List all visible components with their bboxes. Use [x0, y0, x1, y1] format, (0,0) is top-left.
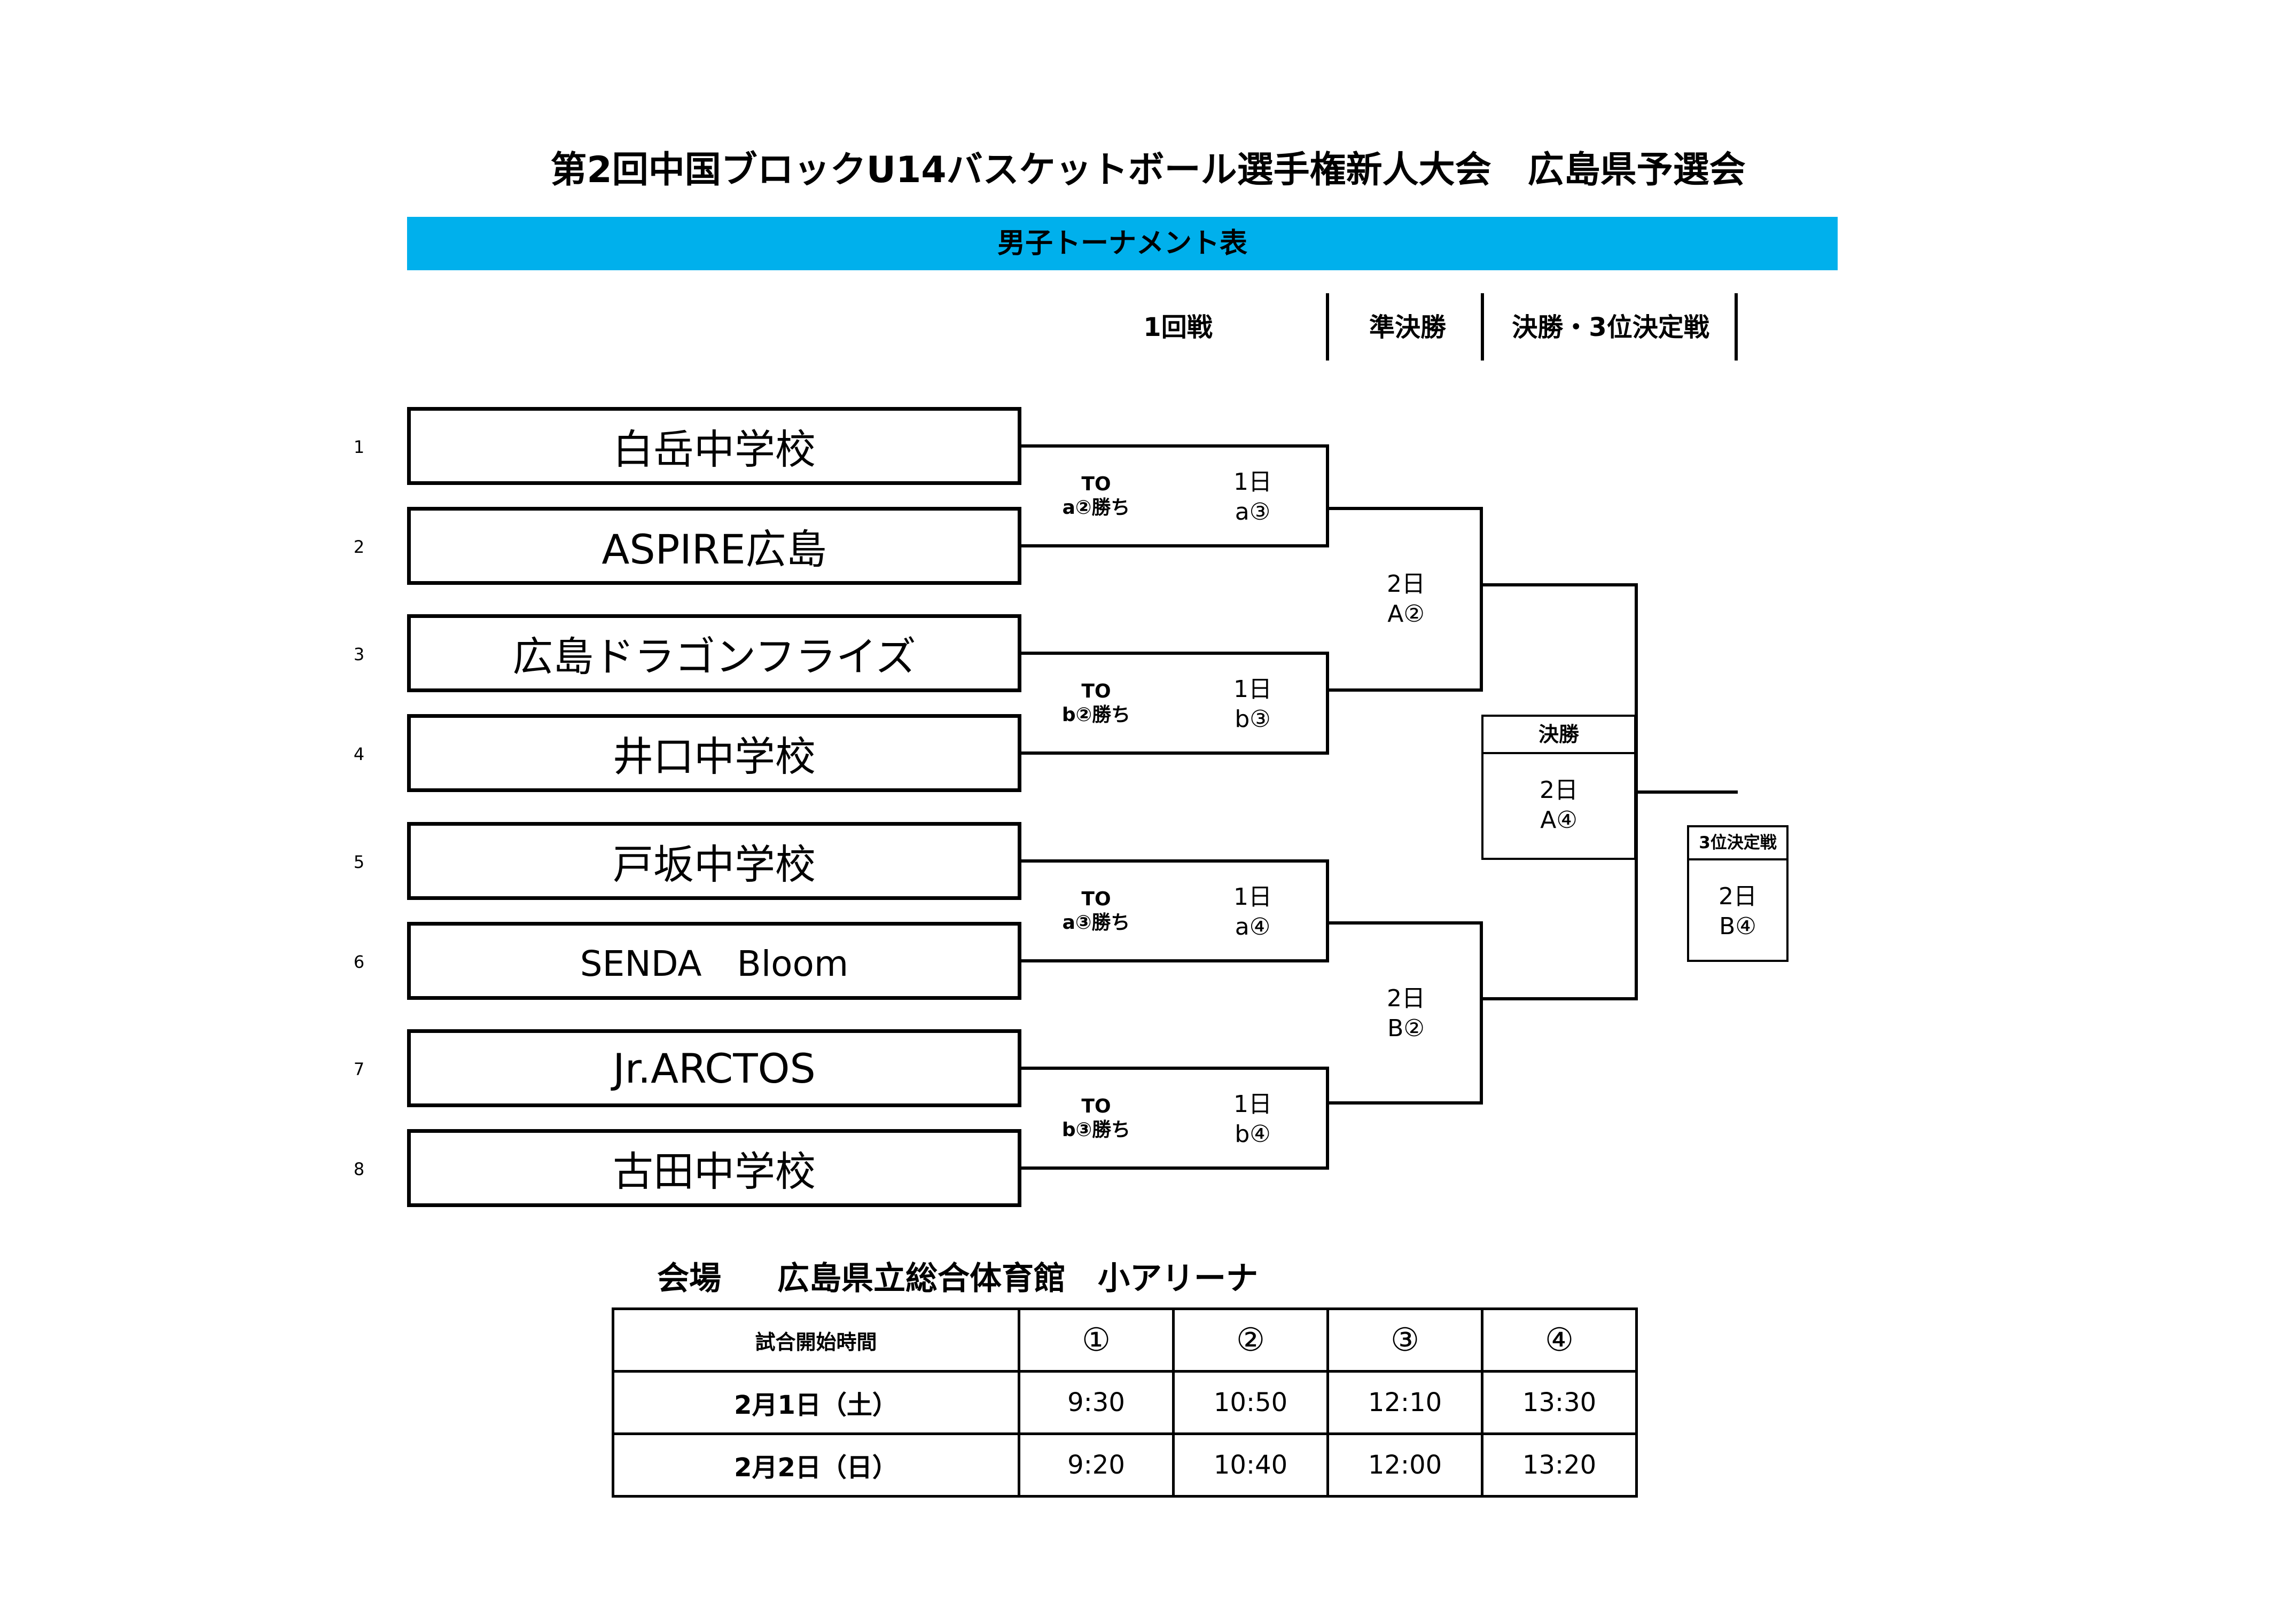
team-box: ASPIRE広島	[407, 507, 1021, 585]
match-code: 1日 a③	[1210, 467, 1295, 527]
match-number: a④	[1235, 913, 1271, 941]
table-cell: 13:30	[1481, 1370, 1638, 1435]
table-cell: 10:40	[1172, 1432, 1329, 1498]
round-header-final: 決勝・3位決定戦	[1512, 312, 1709, 342]
table-cell: 10:50	[1172, 1370, 1329, 1435]
match-code: 1日 a④	[1210, 882, 1295, 942]
third-place-title: 3位決定戦	[1689, 827, 1786, 860]
semifinal-code: 2日 B②	[1363, 984, 1449, 1044]
table-header-cell: ④	[1481, 1307, 1638, 1373]
match-day: 1日	[1233, 468, 1272, 496]
match-day: 2日	[1387, 985, 1425, 1012]
to-label: TO	[1081, 888, 1111, 910]
table-header-row: 試合開始時間 ① ② ③ ④	[612, 1307, 1638, 1373]
to-label: TO	[1081, 473, 1111, 495]
match-to: TO a②勝ち	[1053, 473, 1139, 520]
third-place-box: 3位決定戦 2日 B④	[1687, 825, 1789, 962]
match-number: B④	[1719, 913, 1756, 940]
team-box: SENDA Bloom	[407, 922, 1021, 1000]
table-cell: 9:30	[1018, 1370, 1175, 1435]
third-place-code: 2日 B④	[1689, 882, 1786, 942]
team-box: 広島ドラゴンフライズ	[407, 614, 1021, 692]
final-box: 決勝 2日 A④	[1481, 715, 1636, 860]
venue-name: 広島県立総合体育館 小アリーナ	[777, 1260, 1258, 1297]
bracket-line-semi-a	[1326, 507, 1483, 692]
table-cell: 12:10	[1326, 1370, 1483, 1435]
seed-number: 8	[353, 1159, 365, 1179]
page-title: 第2回中国ブロックU14バスケットボール選手権新人大会 広島県予選会	[550, 149, 1746, 191]
match-to: TO b②勝ち	[1053, 680, 1139, 727]
round-header-first: 1回戦	[1143, 312, 1213, 342]
seed-number: 2	[353, 537, 365, 557]
team-box: 白岳中学校	[407, 407, 1021, 485]
match-to: TO b③勝ち	[1053, 1095, 1139, 1142]
match-number: B②	[1387, 1015, 1425, 1042]
bracket-line-semi-b	[1326, 921, 1483, 1105]
table-header-cell: ①	[1018, 1307, 1175, 1373]
table-header-cell: 試合開始時間	[612, 1307, 1020, 1373]
seed-number: 4	[353, 744, 365, 764]
team-box: 井口中学校	[407, 714, 1021, 792]
seed-number: 7	[353, 1059, 365, 1079]
table-cell: 13:20	[1481, 1432, 1638, 1498]
match-code: 1日 b③	[1210, 675, 1295, 734]
team-name: 白岳中学校	[613, 426, 816, 473]
match-number: b④	[1235, 1121, 1271, 1148]
venue-label: 会場	[657, 1260, 721, 1297]
final-title: 決勝	[1483, 717, 1634, 754]
team-name: 古田中学校	[613, 1148, 816, 1195]
seed-number: 3	[353, 644, 365, 664]
bracket-line-r1-m1	[1020, 444, 1329, 547]
round-header-semifinal: 準決勝	[1369, 312, 1446, 342]
seed-number: 5	[353, 852, 365, 872]
schedule-table: 試合開始時間 ① ② ③ ④ 2月1日（土） 9:30 10:50 12:10 …	[612, 1307, 1638, 1498]
team-name: Jr.ARCTOS	[613, 1044, 816, 1092]
team-name: 井口中学校	[613, 733, 816, 780]
match-code: 1日 b④	[1210, 1090, 1295, 1149]
match-number: A②	[1387, 600, 1425, 628]
seed-number: 6	[353, 952, 365, 972]
match-number: a③	[1235, 498, 1271, 526]
team-name: ASPIRE広島	[602, 526, 827, 573]
table-header-cell: ②	[1172, 1307, 1329, 1373]
bracket-line-r1-m3	[1020, 859, 1329, 962]
match-day: 2日	[1540, 777, 1578, 804]
match-day: 2日	[1719, 883, 1757, 910]
table-cell-date: 2月1日（土）	[612, 1370, 1020, 1435]
table-row: 2月1日（土） 9:30 10:50 12:10 13:30	[612, 1370, 1638, 1435]
team-name: SENDA Bloom	[580, 943, 849, 984]
to-label: TO	[1081, 1095, 1111, 1117]
team-box: 古田中学校	[407, 1129, 1021, 1207]
to-label: TO	[1081, 680, 1111, 702]
semifinal-code: 2日 A②	[1363, 569, 1449, 629]
team-name: 戸坂中学校	[613, 841, 816, 888]
to-rule: b③勝ち	[1061, 1119, 1131, 1141]
banner-title: 男子トーナメント表	[997, 228, 1247, 260]
team-name: 広島ドラゴンフライズ	[512, 633, 916, 680]
to-rule: a③勝ち	[1062, 912, 1130, 934]
match-to: TO a③勝ち	[1053, 888, 1139, 935]
bracket-line-r1-m4	[1020, 1067, 1329, 1170]
table-cell-date: 2月2日（日）	[612, 1432, 1020, 1498]
team-box: Jr.ARCTOS	[407, 1029, 1021, 1107]
match-day: 1日	[1233, 676, 1272, 703]
table-row: 2月2日（日） 9:20 10:40 12:00 13:20	[612, 1432, 1638, 1498]
match-number: b③	[1235, 706, 1271, 733]
section-banner	[407, 217, 1838, 270]
table-header-cell: ③	[1326, 1307, 1483, 1373]
to-rule: b②勝ち	[1061, 704, 1131, 726]
match-day: 1日	[1233, 883, 1272, 911]
match-day: 1日	[1233, 1091, 1272, 1118]
match-number: A④	[1540, 806, 1577, 834]
table-cell: 9:20	[1018, 1432, 1175, 1498]
final-code: 2日 A④	[1483, 776, 1634, 835]
to-rule: a②勝ち	[1062, 497, 1130, 519]
match-day: 2日	[1387, 570, 1425, 598]
seed-number: 1	[353, 437, 365, 457]
bracket-line-r1-m2	[1020, 652, 1329, 755]
table-cell: 12:00	[1326, 1432, 1483, 1498]
team-box: 戸坂中学校	[407, 822, 1021, 900]
